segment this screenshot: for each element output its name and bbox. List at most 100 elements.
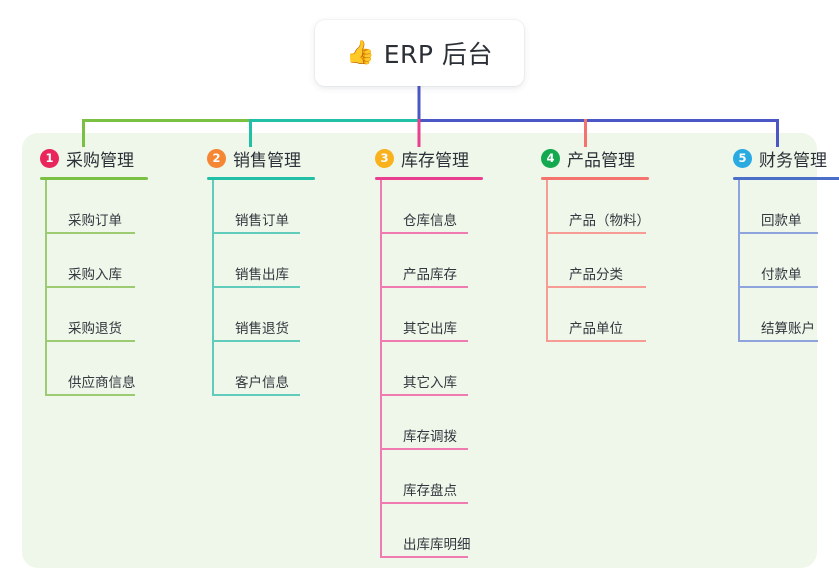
list-item-underline xyxy=(380,448,468,450)
column-underline xyxy=(541,177,649,180)
list-item-label: 产品单位 xyxy=(569,321,623,337)
list-item[interactable]: 结算账户 xyxy=(733,288,839,342)
column-header-库存管理[interactable]: 3 库存管理 xyxy=(375,145,483,172)
column-items: 产品（物料） 产品分类产品单位 xyxy=(541,180,650,342)
branch-trunk-line xyxy=(546,180,548,342)
column-number-badge: 5 xyxy=(733,149,752,168)
list-item[interactable]: 销售出库 xyxy=(207,234,315,288)
list-item-label: 库存调拨 xyxy=(403,429,457,445)
column-title: 产品管理 xyxy=(567,151,635,171)
list-item-underline xyxy=(45,232,135,234)
list-item[interactable]: 产品分类 xyxy=(541,234,650,288)
list-item-underline xyxy=(738,232,818,234)
list-item-underline xyxy=(738,286,818,288)
column-header-销售管理[interactable]: 2 销售管理 xyxy=(207,145,315,172)
list-item-label: 采购入库 xyxy=(68,267,122,283)
list-item-underline xyxy=(546,340,646,342)
list-item-label: 其它入库 xyxy=(403,375,457,391)
list-item[interactable]: 库存盘点 xyxy=(375,450,483,504)
list-item[interactable]: 销售订单 xyxy=(207,180,315,234)
list-item-label: 供应商信息 xyxy=(68,375,136,391)
list-item[interactable]: 回款单 xyxy=(733,180,839,234)
column-销售管理: 2 销售管理销售订单销售出库销售退货客户信息 xyxy=(207,145,315,396)
list-item-underline xyxy=(45,286,135,288)
branch-trunk-line xyxy=(380,180,382,558)
column-items: 仓库信息产品库存其它出库其它入库库存调拨库存盘点出库库明细 xyxy=(375,180,483,558)
list-item[interactable]: 供应商信息 xyxy=(40,342,148,396)
branch-trunk-line xyxy=(738,180,740,342)
list-item-underline xyxy=(546,286,646,288)
list-item[interactable]: 付款单 xyxy=(733,234,839,288)
list-item-underline xyxy=(45,394,135,396)
list-item-underline xyxy=(380,340,468,342)
list-item-underline xyxy=(380,556,468,558)
list-item-underline xyxy=(212,394,300,396)
list-item[interactable]: 采购退货 xyxy=(40,288,148,342)
column-header-采购管理[interactable]: 1 采购管理 xyxy=(40,145,148,172)
list-item[interactable]: 销售退货 xyxy=(207,288,315,342)
list-item-label: 客户信息 xyxy=(235,375,289,391)
list-item[interactable]: 产品单位 xyxy=(541,288,650,342)
list-item-label: 出库库明细 xyxy=(403,537,471,553)
list-item-label: 产品（物料） xyxy=(569,213,650,229)
list-item-label: 结算账户 xyxy=(761,321,815,337)
list-item[interactable]: 采购入库 xyxy=(40,234,148,288)
list-item-underline xyxy=(212,340,300,342)
list-item-label: 销售订单 xyxy=(235,213,289,229)
column-underline xyxy=(40,177,148,180)
list-item[interactable]: 仓库信息 xyxy=(375,180,483,234)
list-item[interactable]: 出库库明细 xyxy=(375,504,483,558)
list-item-label: 回款单 xyxy=(761,213,802,229)
column-title: 采购管理 xyxy=(66,151,134,171)
list-item-underline xyxy=(546,232,646,234)
list-item-underline xyxy=(212,286,300,288)
root-title: ERP 后台 xyxy=(383,40,493,69)
list-item[interactable]: 产品（物料） xyxy=(541,180,650,234)
column-underline xyxy=(733,177,839,180)
list-item[interactable]: 其它入库 xyxy=(375,342,483,396)
list-item-underline xyxy=(45,340,135,342)
column-采购管理: 1 采购管理采购订单采购入库采购退货供应商信息 xyxy=(40,145,148,396)
column-items: 采购订单采购入库采购退货供应商信息 xyxy=(40,180,148,396)
list-item[interactable]: 库存调拨 xyxy=(375,396,483,450)
list-item-label: 其它出库 xyxy=(403,321,457,337)
list-item-label: 销售出库 xyxy=(235,267,289,283)
thumbs-up-icon: 👍 xyxy=(346,39,375,66)
column-财务管理: 5 财务管理回款单付款单结算账户 xyxy=(733,145,839,342)
column-库存管理: 3 库存管理仓库信息产品库存其它出库其它入库库存调拨库存盘点出库库明细 xyxy=(375,145,483,558)
list-item-label: 产品分类 xyxy=(569,267,623,283)
list-item-label: 付款单 xyxy=(761,267,802,283)
list-item-underline xyxy=(212,232,300,234)
list-item[interactable]: 其它出库 xyxy=(375,288,483,342)
list-item-label: 采购退货 xyxy=(68,321,122,337)
branch-trunk-line xyxy=(45,180,47,396)
list-item-underline xyxy=(380,502,468,504)
column-header-财务管理[interactable]: 5 财务管理 xyxy=(733,145,839,172)
column-items: 销售订单销售出库销售退货客户信息 xyxy=(207,180,315,396)
column-underline xyxy=(375,177,483,180)
root-node[interactable]: 👍 ERP 后台 xyxy=(315,20,524,86)
column-items: 回款单付款单结算账户 xyxy=(733,180,839,342)
list-item[interactable]: 产品库存 xyxy=(375,234,483,288)
list-item-underline xyxy=(738,340,818,342)
list-item[interactable]: 采购订单 xyxy=(40,180,148,234)
list-item-label: 产品库存 xyxy=(403,267,457,283)
list-item-label: 销售退货 xyxy=(235,321,289,337)
list-item[interactable]: 客户信息 xyxy=(207,342,315,396)
columns-background-panel xyxy=(22,133,817,568)
list-item-underline xyxy=(380,286,468,288)
list-item-underline xyxy=(380,394,468,396)
column-number-badge: 1 xyxy=(40,149,59,168)
column-number-badge: 3 xyxy=(375,149,394,168)
column-title: 财务管理 xyxy=(759,151,827,171)
list-item-underline xyxy=(380,232,468,234)
column-title: 销售管理 xyxy=(233,151,301,171)
branch-trunk-line xyxy=(212,180,214,396)
column-underline xyxy=(207,177,315,180)
list-item-label: 库存盘点 xyxy=(403,483,457,499)
column-number-badge: 2 xyxy=(207,149,226,168)
column-title: 库存管理 xyxy=(401,151,469,171)
